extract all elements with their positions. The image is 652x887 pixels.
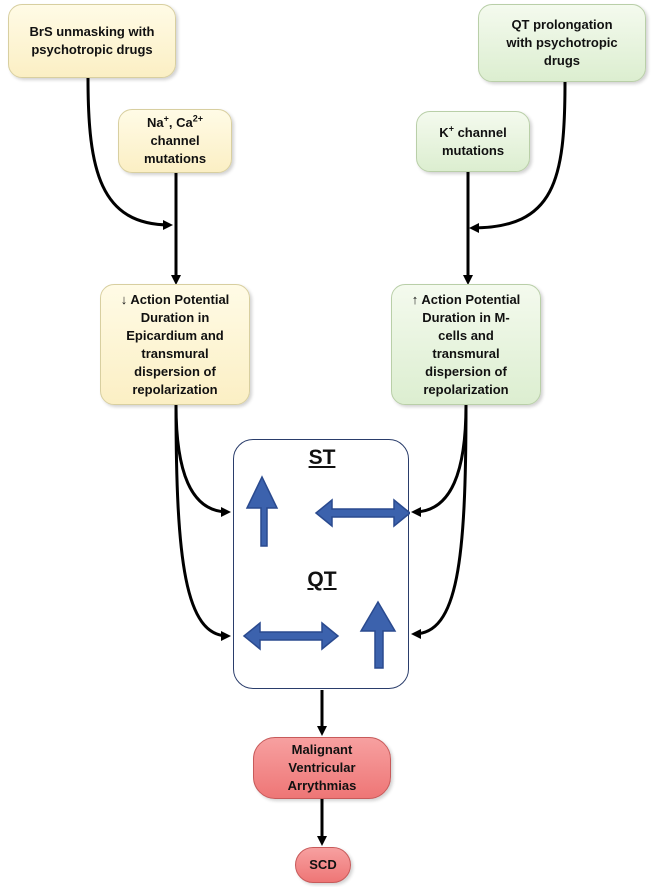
connector-apd-down-to-st bbox=[174, 404, 231, 517]
scd-node: SCD bbox=[295, 847, 351, 883]
k-mutations-node: K+ channel mutations bbox=[416, 111, 530, 172]
na-ca-text-ca: , Ca bbox=[168, 115, 193, 130]
st-label: ST bbox=[308, 446, 336, 469]
brs-psychotropic-node: BrS unmasking with psychotropic drugs bbox=[8, 4, 176, 78]
connector-qt-drugs-to-merge bbox=[469, 81, 567, 233]
scd-label: SCD bbox=[309, 857, 337, 872]
k-text-rest: channel mutations bbox=[441, 124, 507, 158]
qt-prolongation-label: QT prolongation with psychotropic drugs bbox=[506, 17, 618, 68]
panel-arrows bbox=[242, 475, 410, 669]
qt-prolongation-node: QT prolongation with psychotropic drugs bbox=[478, 4, 646, 82]
st-up-arrow-icon bbox=[245, 475, 279, 547]
na-ca-mutations-node: Na+, Ca2+ channel mutations bbox=[118, 109, 232, 173]
brs-psychotropic-label: BrS unmasking with psychotropic drugs bbox=[29, 24, 155, 57]
na-ca-text-na: Na bbox=[147, 115, 164, 130]
st-qt-panel: ST QT bbox=[233, 439, 410, 689]
k-sup-plus: + bbox=[448, 123, 454, 134]
apd-m-cells-label: ↑ Action Potential Duration in M- cells … bbox=[411, 291, 521, 397]
apd-epicardium-node: ↓ Action Potential Duration in Epicardiu… bbox=[100, 284, 250, 405]
na-ca-text-rest: channel mutations bbox=[143, 133, 207, 166]
connector-brs-to-merge bbox=[86, 77, 173, 230]
na-ca-sup-2plus: 2+ bbox=[192, 113, 203, 124]
st-double-arrow-icon bbox=[314, 498, 410, 528]
qt-double-arrow-icon bbox=[242, 621, 340, 651]
connector-apd-up-to-st bbox=[411, 404, 468, 517]
malignant-arrhythmias-label: Malignant Ventricular Arrythmias bbox=[287, 742, 357, 793]
qt-label: QT bbox=[307, 568, 337, 591]
qt-up-arrow-icon bbox=[359, 600, 397, 669]
malignant-arrhythmias-node: Malignant Ventricular Arrythmias bbox=[253, 737, 391, 799]
connector-apd-down-to-qt bbox=[174, 404, 231, 641]
apd-m-cells-node: ↑ Action Potential Duration in M- cells … bbox=[391, 284, 541, 405]
k-mutations-label: K+ channel mutations bbox=[439, 124, 506, 160]
na-ca-mutations-label: Na+, Ca2+ channel mutations bbox=[144, 114, 206, 168]
k-text-k: K bbox=[439, 124, 449, 140]
na-ca-sup-plus: + bbox=[163, 113, 169, 124]
connector-apd-up-to-qt bbox=[411, 404, 468, 639]
apd-epicardium-label: ↓ Action Potential Duration in Epicardiu… bbox=[120, 291, 230, 397]
